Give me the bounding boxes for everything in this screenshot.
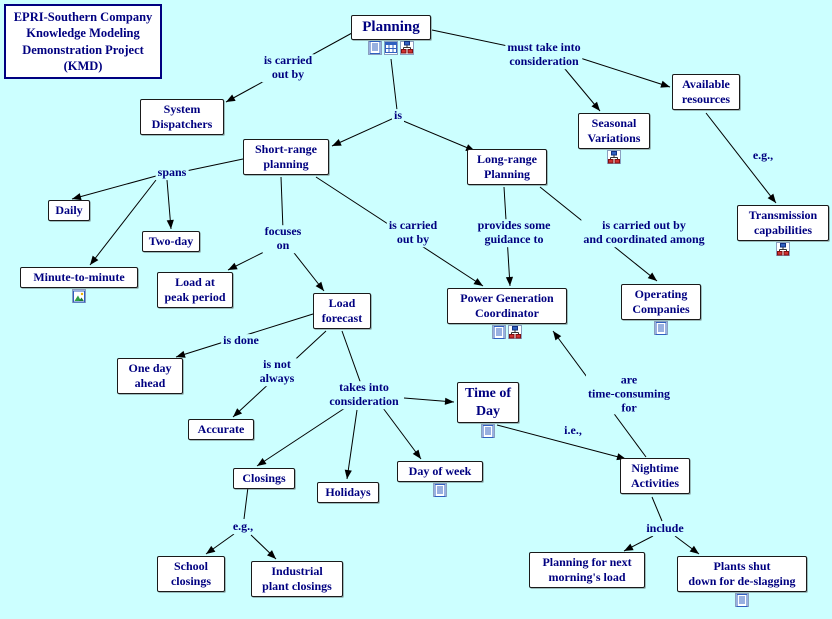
arrowhead-long-range-operating <box>647 272 657 281</box>
arrowhead-must-take-seasonal <box>591 101 600 111</box>
node-time-of-day[interactable]: Time of Day <box>457 382 519 423</box>
link-label-eg-closings[interactable]: e.g., <box>230 519 256 534</box>
arrowhead-forecast-one-day <box>176 350 186 358</box>
document-icon[interactable] <box>654 321 668 335</box>
arrowhead-include-planning-next <box>624 543 634 551</box>
document-icon[interactable] <box>492 325 506 339</box>
edge-must-take-available <box>576 56 671 88</box>
node-operating-companies[interactable]: Operating Companies <box>621 284 701 320</box>
link-label-is-carried-out-by-top[interactable]: is carried out by <box>261 53 315 82</box>
node-school-closings[interactable]: School closings <box>157 556 225 592</box>
node-available-resources[interactable]: Available resources <box>672 74 740 110</box>
edge-must-take-seasonal <box>559 62 601 112</box>
edge-time-of-day-nightime <box>496 424 627 460</box>
node-long-range-planning[interactable]: Long-range Planning <box>467 149 547 185</box>
node-load-forecast[interactable]: Load forecast <box>313 293 371 329</box>
arrowhead-focuses-load-forecast <box>315 281 324 291</box>
project-title: EPRI-Southern Company Knowledge Modeling… <box>4 4 162 79</box>
arrowhead-takes-holidays <box>344 469 352 479</box>
node-two-day[interactable]: Two-day <box>142 231 200 252</box>
link-label-must-take-into-consideration[interactable]: must take into consideration <box>505 40 583 69</box>
link-label-include[interactable]: include <box>644 521 686 536</box>
edge-forecast-takes <box>341 330 362 385</box>
node-plants-shut-down[interactable]: Plants shut down for de-slagging <box>677 556 807 592</box>
arrowhead-include-plants <box>689 545 699 554</box>
edge-takes-day-of-week <box>382 407 422 460</box>
link-label-is-done[interactable]: is done <box>221 333 261 348</box>
arrowhead-must-take-available <box>660 80 670 88</box>
node-holidays[interactable]: Holidays <box>317 482 379 503</box>
edge-planning-is <box>390 58 398 111</box>
arrowhead-spans-daily <box>72 193 82 201</box>
edge-short-range-focuses <box>280 176 284 231</box>
node-power-generation-coordinator[interactable]: Power Generation Coordinator <box>447 288 567 324</box>
arrowhead-eg-industrial <box>267 550 276 559</box>
tree-icon[interactable] <box>607 150 621 164</box>
arrowhead-is-short-range <box>332 139 342 146</box>
node-industrial-plant-closings[interactable]: Industrial plant closings <box>251 561 343 597</box>
tree-icon[interactable] <box>400 40 414 55</box>
document-icon[interactable] <box>368 40 382 55</box>
link-label-spans[interactable]: spans <box>155 165 189 180</box>
edge-is-short-range <box>331 117 395 147</box>
edge-spans-daily <box>71 175 157 200</box>
node-load-at-peak-period[interactable]: Load at peak period <box>157 272 233 308</box>
link-label-focuses-on[interactable]: focuses on <box>262 224 304 253</box>
arrowhead-takes-time-of-day <box>444 397 454 405</box>
link-label-eg-resources[interactable]: e.g., <box>750 148 776 163</box>
edge-short-range-spans <box>185 158 244 172</box>
arrowhead-long-range-pgc <box>505 276 514 286</box>
node-daily[interactable]: Daily <box>48 200 90 221</box>
node-minute-to-minute[interactable]: Minute-to-minute <box>20 267 138 288</box>
link-label-are-time-consuming-for[interactable]: are time-consuming for <box>586 372 672 415</box>
edge-takes-holidays <box>346 409 358 480</box>
node-system-dispatchers[interactable]: System Dispatchers <box>140 99 224 135</box>
image-icon[interactable] <box>72 289 86 303</box>
link-label-is-not-always[interactable]: is not always <box>257 357 297 386</box>
document-icon[interactable] <box>433 483 447 497</box>
document-icon[interactable] <box>481 424 495 438</box>
node-nightime-activities[interactable]: Nightime Activities <box>620 458 690 494</box>
arrowhead-focuses-load-at-peak <box>228 262 238 270</box>
arrowhead-eg-school-closings <box>206 545 216 554</box>
node-day-of-week[interactable]: Day of week <box>397 461 483 482</box>
arrowhead-spans-two-day <box>166 219 174 229</box>
table-icon[interactable] <box>384 40 398 55</box>
link-label-is[interactable]: is <box>391 108 405 123</box>
node-seasonal-variations[interactable]: Seasonal Variations <box>578 113 650 149</box>
link-label-is-carried-out-by-mid[interactable]: is carried out by <box>386 218 440 247</box>
tree-icon[interactable] <box>508 325 522 339</box>
edge-takes-closings <box>256 407 346 467</box>
node-short-range-planning[interactable]: Short-range planning <box>243 139 329 175</box>
document-icon[interactable] <box>735 593 749 607</box>
node-planning-next-morning[interactable]: Planning for next morning's load <box>529 552 645 588</box>
edge-is-long-range <box>400 119 476 152</box>
node-one-day-ahead[interactable]: One day ahead <box>117 358 183 394</box>
arrowhead-nightime-pgc <box>553 331 562 341</box>
arrowhead-forecast-accurate <box>233 408 243 417</box>
arrowhead-available-transmission <box>767 193 776 203</box>
node-planning[interactable]: Planning <box>351 15 431 40</box>
arrowhead-spans-minute-to-minute <box>90 255 99 265</box>
link-label-is-carried-out-by-and-coordinated-among[interactable]: is carried out by and coordinated among <box>581 218 707 247</box>
node-accurate[interactable]: Accurate <box>188 419 254 440</box>
node-transmission-capabilities[interactable]: Transmission capabilities <box>737 205 829 241</box>
edge-spans-minute-to-minute <box>89 179 157 266</box>
arrowhead-takes-day-of-week <box>412 449 421 459</box>
link-label-takes-into-consideration[interactable]: takes into consideration <box>327 380 401 409</box>
link-label-ie[interactable]: i.e., <box>562 423 584 438</box>
node-closings[interactable]: Closings <box>233 468 295 489</box>
arrowhead-short-range-pgc <box>473 278 483 286</box>
arrowhead-planning-system-dispatchers <box>226 94 236 102</box>
arrowhead-takes-closings <box>257 458 267 466</box>
link-label-provides-some-guidance-to[interactable]: provides some guidance to <box>475 218 553 247</box>
edge-nightime-include <box>651 496 663 522</box>
tree-icon[interactable] <box>776 242 790 256</box>
edge-available-transmission <box>705 112 777 204</box>
